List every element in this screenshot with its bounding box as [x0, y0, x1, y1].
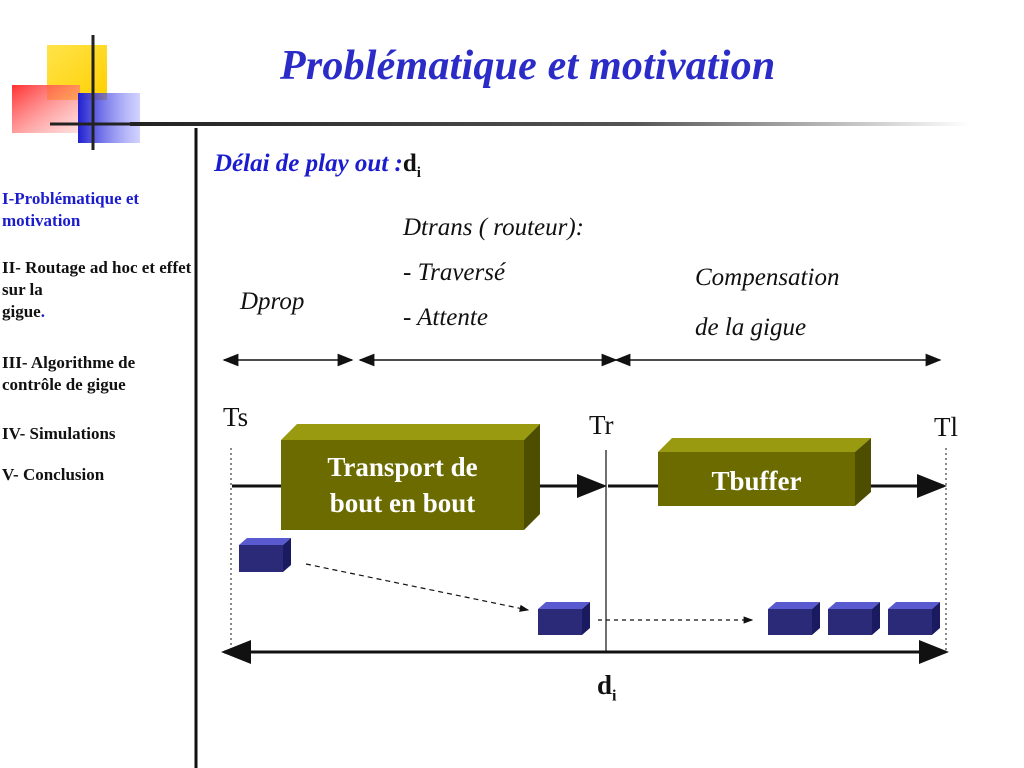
dtrans-item-attente: - Attente [403, 304, 488, 332]
sidebar-item-routage[interactable]: II- Routage ad hoc et effet sur la gigue… [2, 257, 192, 323]
packet-buffer-2 [828, 602, 880, 635]
ts-label: Ts [223, 402, 248, 433]
packet-buffer-3 [888, 602, 940, 635]
compensation-label-line1: Compensation [695, 264, 839, 292]
di-label: di [597, 670, 616, 705]
sidebar-item-problematique[interactable]: I-Problématique et motivation [2, 188, 192, 232]
dprop-label: Dprop [240, 288, 304, 316]
packet-buffer-1 [768, 602, 820, 635]
tl-label: Tl [934, 412, 958, 443]
compensation-label-line2: de la gigue [695, 314, 806, 342]
dtrans-title: Dtrans ( routeur): [403, 214, 584, 242]
subtitle: Délai de play out :di [214, 150, 421, 182]
page-title: Problématique et motivation [280, 42, 775, 90]
tr-label: Tr [589, 410, 614, 441]
sidebar-item-algorithme[interactable]: III- Algorithme de contrôle de gigue [2, 352, 192, 396]
sidebar-item-simulations[interactable]: IV- Simulations [2, 423, 116, 445]
sidebar-item-conclusion[interactable]: V- Conclusion [2, 464, 104, 486]
title-rule [130, 122, 970, 126]
logo [12, 35, 140, 150]
transport-box-label: Transport de bout en bout [281, 449, 524, 521]
tbuffer-box-label: Tbuffer [658, 463, 855, 499]
packet-source [239, 538, 291, 572]
packet-received [538, 602, 590, 635]
packet-travel-arrow [306, 564, 528, 610]
dtrans-item-traverse: - Traversé [403, 259, 505, 287]
